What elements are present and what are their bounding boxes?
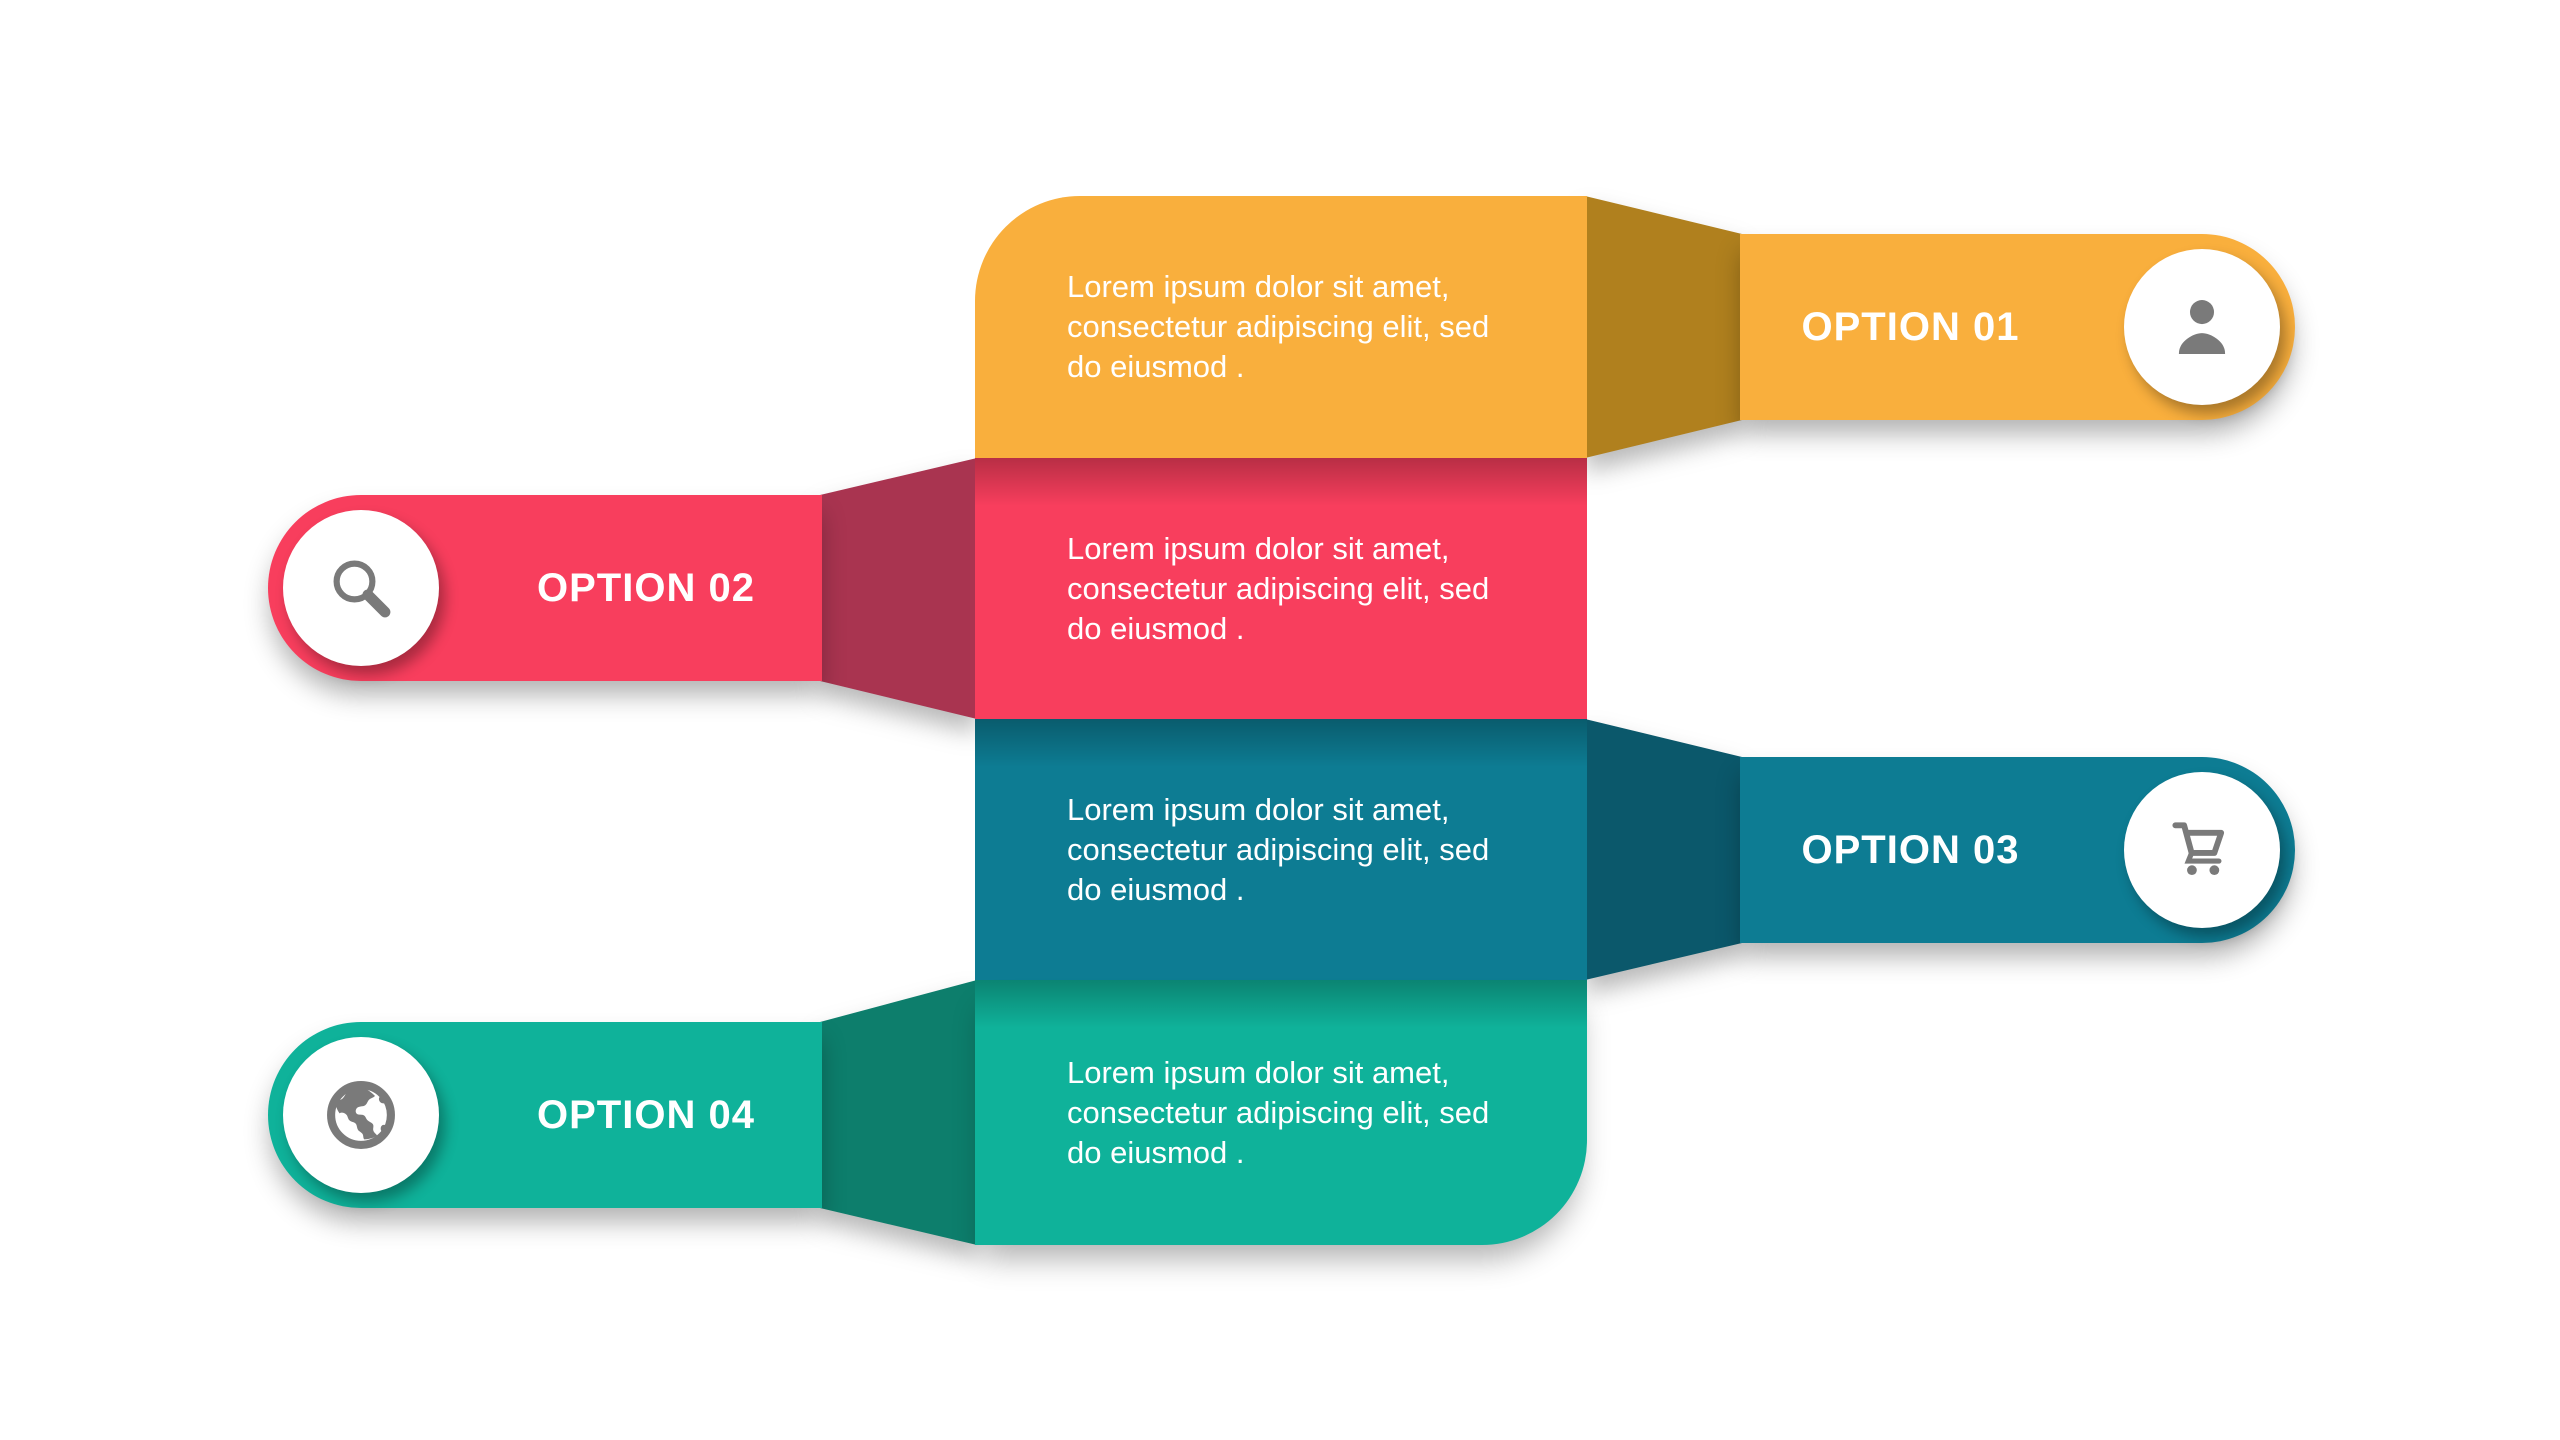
option-02-icon-circle <box>283 510 439 666</box>
body-line: do eiusmod . <box>1067 349 1245 384</box>
option-02-text-block: Lorem ipsum dolor sit amet, consectetur … <box>975 458 1587 719</box>
body-line: consectetur adipiscing elit, sed <box>1067 1094 1490 1130</box>
option-01-icon-circle <box>2124 249 2280 405</box>
option-03-icon-circle <box>2124 772 2280 928</box>
option-01-body: Lorem ipsum dolor sit amet, consectetur … <box>975 196 1587 458</box>
body-line: Lorem ipsum dolor sit amet, <box>1067 269 1450 304</box>
option-01-label: OPTION 01 <box>1801 304 2020 349</box>
option-02-label: OPTION 02 <box>537 565 755 610</box>
body-line: consectetur adipiscing elit, sed <box>1067 570 1490 606</box>
option-03-label: OPTION 03 <box>1801 827 2020 872</box>
option-03-text-block: Lorem ipsum dolor sit amet, consectetur … <box>975 719 1587 980</box>
body-line: do eiusmod . <box>1067 1134 1245 1170</box>
user-icon <box>2178 300 2226 354</box>
body-line: Lorem ipsum dolor sit amet, <box>1067 791 1450 827</box>
option-04-label: OPTION 04 <box>537 1092 755 1137</box>
body-line: Lorem ipsum dolor sit amet, <box>1067 530 1450 566</box>
option-02-body: Lorem ipsum dolor sit amet, consectetur … <box>975 458 1587 719</box>
option-03-banner[interactable]: OPTION 03 <box>1740 757 2295 943</box>
search-icon <box>333 560 391 618</box>
option-04-text-block: Lorem ipsum dolor sit amet, consectetur … <box>975 980 1587 1245</box>
option-01-text-block: Lorem ipsum dolor sit amet, consectetur … <box>975 196 1587 458</box>
connector-option-03 <box>1585 719 1742 980</box>
option-04-icon-circle <box>283 1037 439 1193</box>
option-01-banner[interactable]: OPTION 01 <box>1740 234 2295 420</box>
option-03-body: Lorem ipsum dolor sit amet, consectetur … <box>975 719 1587 980</box>
body-line: Lorem ipsum dolor sit amet, <box>1067 1054 1450 1090</box>
globe-icon <box>327 1081 395 1149</box>
connector-option-01 <box>1585 196 1742 458</box>
body-line: consectetur adipiscing elit, sed <box>1067 309 1490 344</box>
option-02-banner[interactable]: OPTION 02 <box>268 495 822 681</box>
option-04-body: Lorem ipsum dolor sit amet, consectetur … <box>975 980 1587 1245</box>
body-line: do eiusmod . <box>1067 871 1245 907</box>
cart-icon <box>2172 822 2225 876</box>
option-04-banner[interactable]: OPTION 04 <box>268 1022 822 1208</box>
connector-option-02 <box>820 458 977 719</box>
body-line: consectetur adipiscing elit, sed <box>1067 831 1490 867</box>
connector-option-04 <box>820 980 977 1245</box>
body-line: do eiusmod . <box>1067 610 1245 646</box>
